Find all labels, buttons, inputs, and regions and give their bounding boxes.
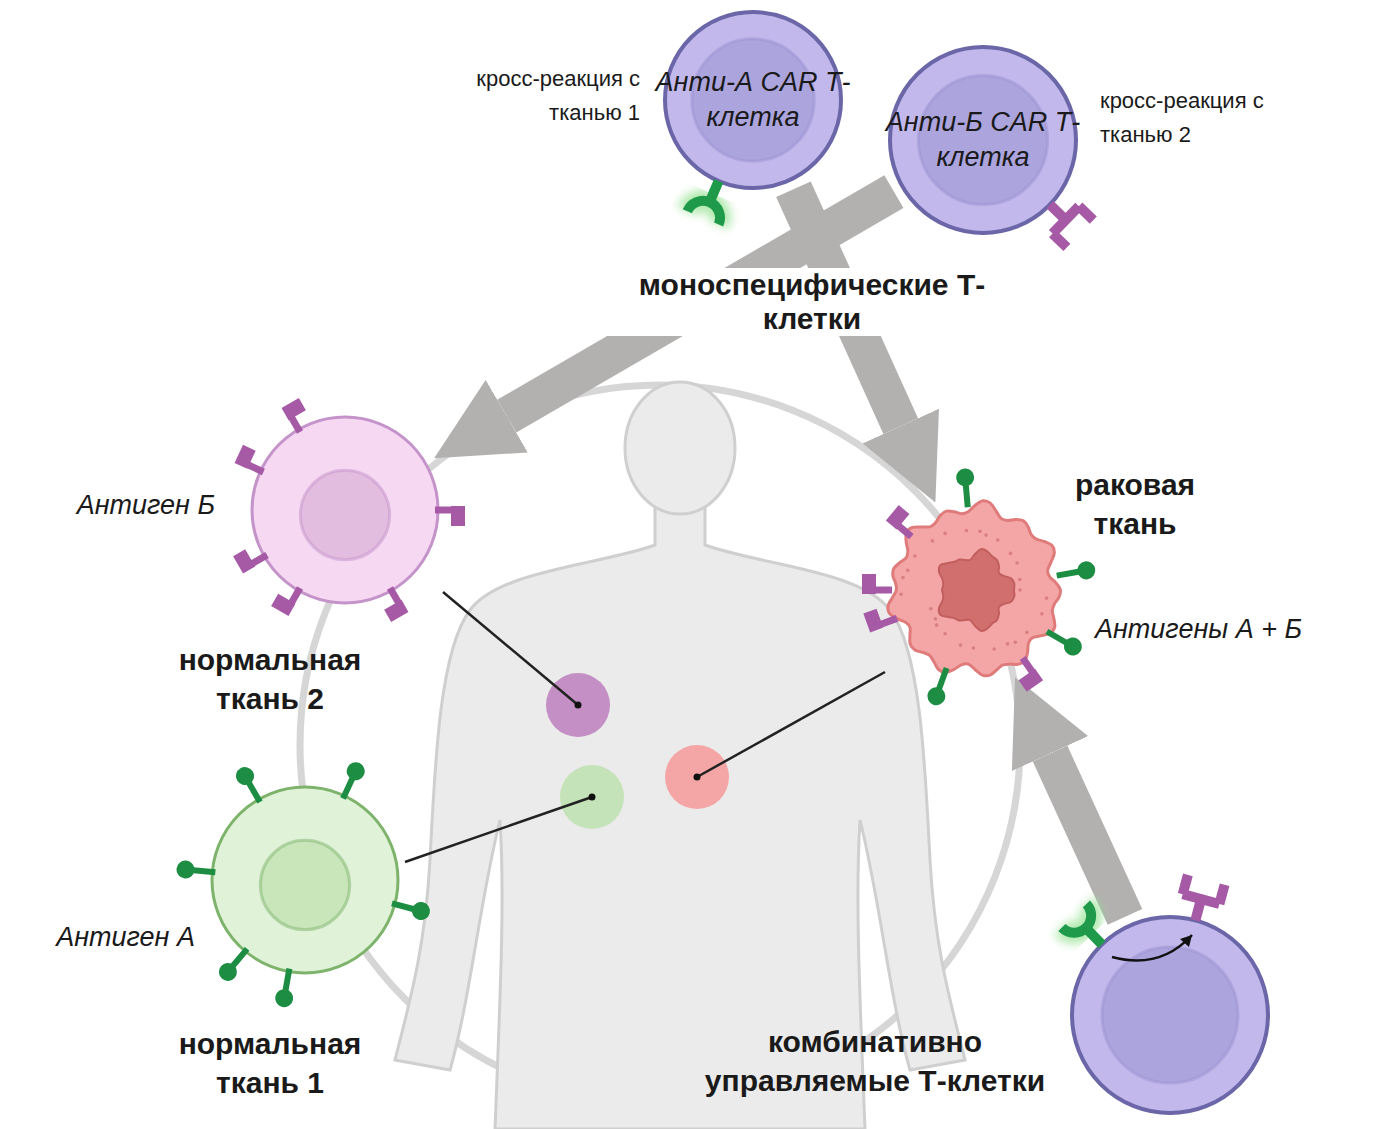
note-label: кросс-реакция с тканью 1 <box>440 62 640 130</box>
antigen-a <box>233 764 268 807</box>
antigen-a <box>925 665 955 708</box>
antigen-a <box>1042 624 1085 659</box>
cell-shape <box>210 785 400 975</box>
cell-name: Анти-Б CAR Т-клетка <box>883 105 1083 175</box>
cell-name: Анти-А CAR Т-клетка <box>653 65 853 135</box>
antigen-b <box>376 586 408 622</box>
tissue-cell: Антиген Бнормальная ткань 2 <box>250 415 440 605</box>
leader-dot <box>589 794 596 801</box>
cell-shape <box>888 45 1078 235</box>
antigen-a <box>1055 560 1097 584</box>
t-cell: Анти-А CAR Т-клетка <box>663 10 843 190</box>
antigen-b <box>271 580 303 616</box>
tissue-title: комбинативно управляемые Т-клетки <box>680 1022 1070 1100</box>
group-label: моноспецифические Т-клетки <box>598 268 1026 336</box>
big-arrow <box>1050 754 1125 917</box>
antigen-b <box>235 445 271 476</box>
leader-dot <box>694 774 701 781</box>
antigen-b <box>886 505 922 540</box>
t-cell: комбинативно управляемые Т-клетки <box>1070 915 1270 1115</box>
car-receptor-a <box>1062 904 1114 956</box>
antigen-b <box>862 574 892 594</box>
antigen-b <box>233 541 269 573</box>
cell-shape <box>1070 915 1270 1115</box>
antigen-label: Антиген А <box>10 920 195 955</box>
antigen-b <box>1010 656 1044 692</box>
cell-shape <box>887 502 1063 678</box>
antigen-a <box>176 860 216 881</box>
t-cell: Анти-Б CAR Т-клетка <box>888 45 1078 235</box>
human-body <box>395 382 965 1129</box>
note-label: кросс-реакция с тканью 2 <box>1100 84 1300 152</box>
antigen-a <box>274 967 298 1009</box>
cell-shape <box>250 415 440 605</box>
car-receptor-b <box>1037 191 1094 248</box>
cancer-spot <box>665 745 729 809</box>
car-receptor-a <box>687 174 734 224</box>
tissue-1-spot <box>560 765 624 829</box>
antigen-a <box>955 468 976 508</box>
tissue-title: нормальная ткань 1 <box>140 1024 400 1102</box>
antigen-a <box>390 895 432 922</box>
antigen-label: Антигены А + Б <box>1095 612 1385 647</box>
tissue-2-spot <box>546 673 610 737</box>
antigen-b <box>863 603 898 632</box>
tissue-title: раковая ткань <box>1045 465 1225 543</box>
leader-dot <box>575 702 582 709</box>
antigen-a <box>215 943 254 984</box>
signal-arrow <box>1112 935 1192 961</box>
car-receptor-b <box>1177 875 1225 925</box>
antigen-a <box>335 759 368 802</box>
antigen-b <box>282 398 314 434</box>
leader-lines <box>405 592 885 862</box>
cancer-cell: раковая тканьАнтигены А + Б <box>887 502 1063 678</box>
tissue-cell: Антиген Анормальная ткань 1 <box>210 785 400 975</box>
antigen-b <box>435 506 465 526</box>
tissue-title: нормальная ткань 2 <box>140 640 400 718</box>
cell-shape <box>663 10 843 190</box>
antigen-label: Антиген Б <box>20 488 215 523</box>
